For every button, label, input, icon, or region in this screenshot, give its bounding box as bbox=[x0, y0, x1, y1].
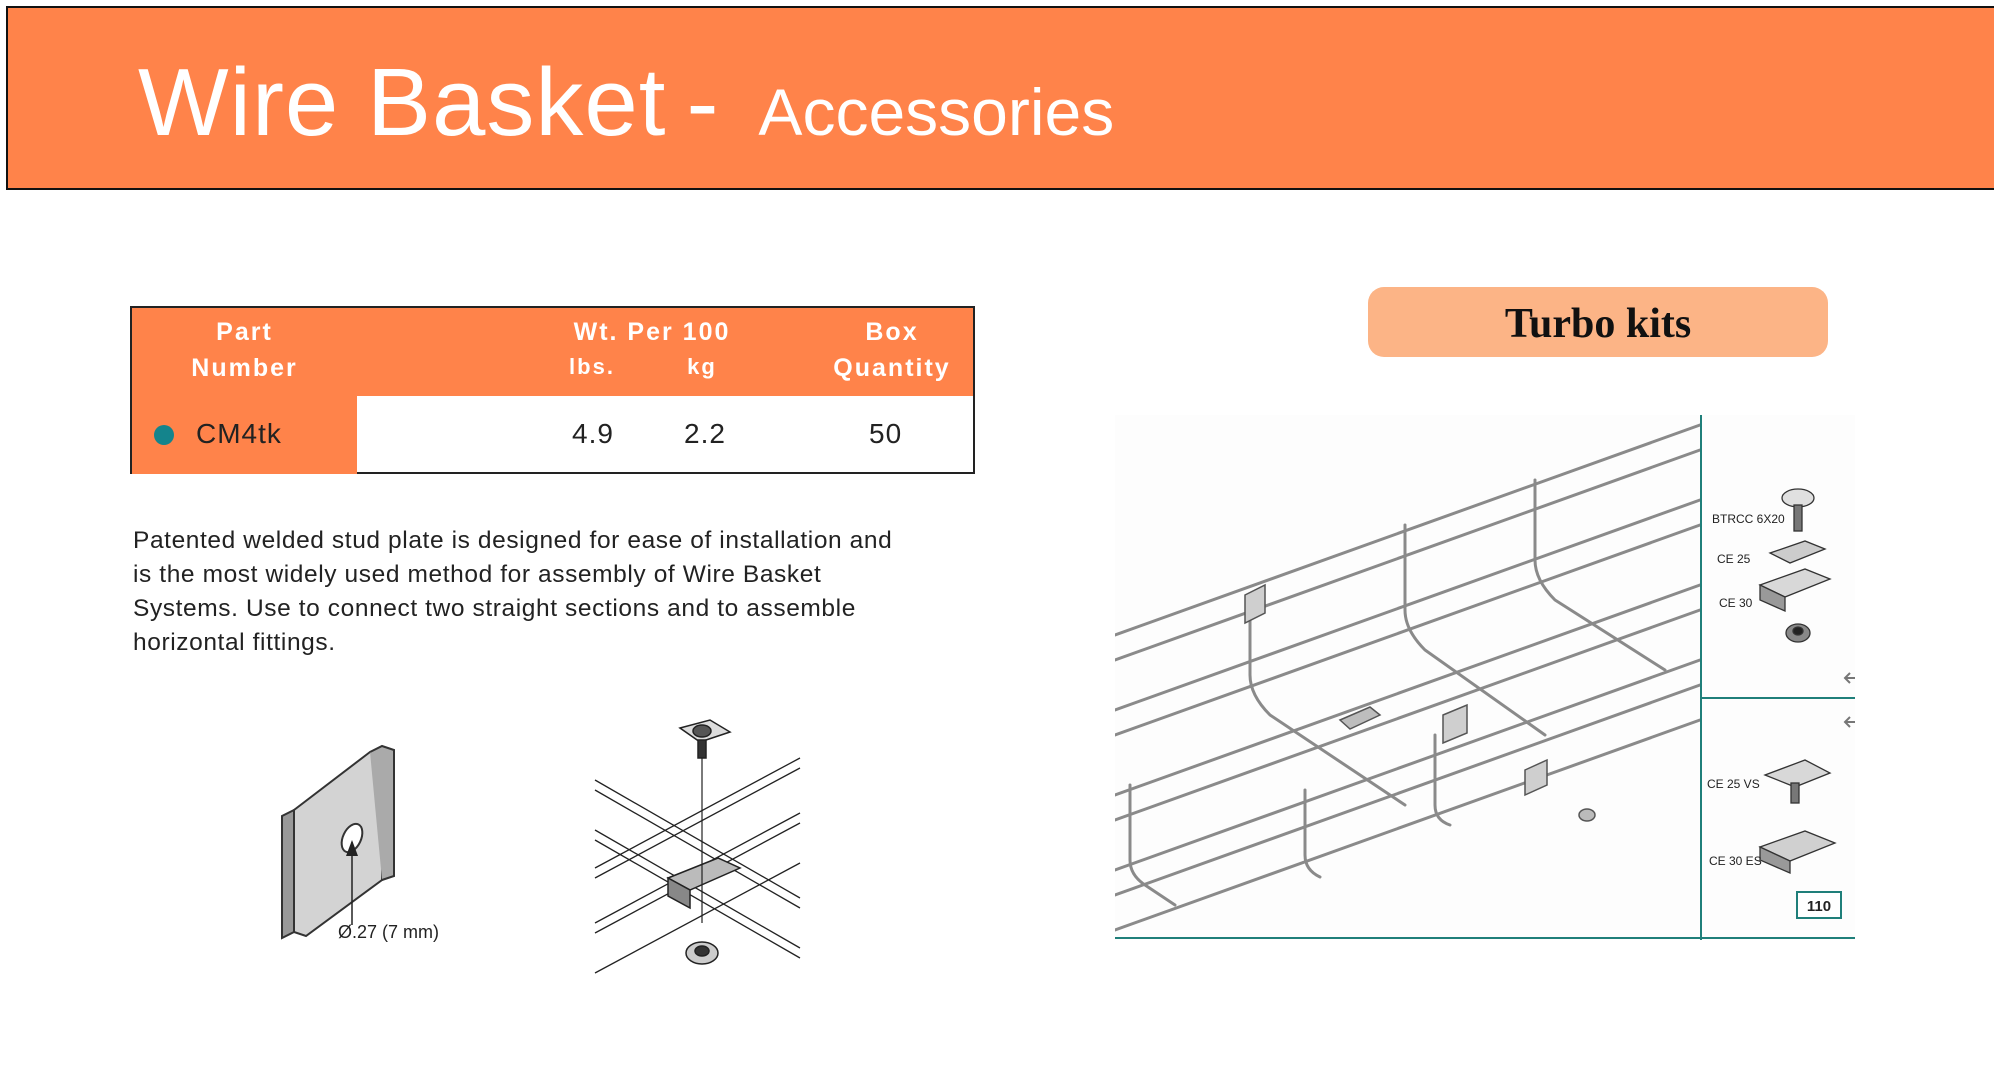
header-weight: Wt. Per 100 bbox=[573, 318, 731, 346]
page-number: 110 bbox=[1807, 898, 1831, 915]
stud-plate-icon bbox=[666, 857, 742, 910]
part-label-ce30es: CE 30 ES bbox=[1709, 854, 1762, 868]
arrow-left-icons bbox=[1843, 672, 1855, 728]
header-part-line2: Number bbox=[191, 354, 298, 382]
page-title: Wire Basket-Accessories bbox=[138, 48, 1114, 158]
page-number-box: 110 bbox=[1796, 891, 1842, 919]
cell-lbs: 4.9 bbox=[572, 418, 614, 449]
part-label-ce25: CE 25 bbox=[1717, 552, 1751, 566]
spec-table: Part Number Wt. Per 100 lbs. kg Box Quan… bbox=[130, 306, 975, 474]
turbo-kits-text: Turbo kits bbox=[1504, 301, 1692, 347]
plate-icon bbox=[281, 744, 395, 940]
title-subtitle: Accessories bbox=[758, 75, 1115, 149]
bolt-icon bbox=[678, 719, 732, 923]
turbo-kits-label: Turbo kits bbox=[1368, 287, 1828, 357]
part-clip-es-icon bbox=[1758, 830, 1837, 874]
part-label-btrcc: BTRCC 6X20 bbox=[1712, 512, 1785, 526]
stud-plate-drawing: Ø.27 (7 mm) bbox=[281, 744, 439, 942]
cell-box-quantity: 50 bbox=[869, 418, 903, 449]
part-screw-icon bbox=[1781, 488, 1815, 532]
dimension-label: Ø.27 (7 mm) bbox=[338, 922, 439, 942]
header-box-line2: Quantity bbox=[833, 354, 951, 382]
coupler-icons bbox=[1244, 583, 1596, 822]
assembly-drawing bbox=[594, 719, 801, 974]
cell-part-number: CM4tk bbox=[196, 418, 282, 449]
table-header bbox=[132, 308, 973, 396]
part-clip-vs-icon bbox=[1763, 759, 1832, 804]
header-part-line1: Part bbox=[216, 318, 273, 346]
dimension-arrow-icon bbox=[346, 840, 358, 856]
title-main: Wire Basket bbox=[138, 49, 667, 156]
product-description: Patented welded stud plate is designed f… bbox=[133, 527, 893, 656]
part-clip-icon bbox=[1758, 540, 1832, 612]
header-banner: Wire Basket-Accessories bbox=[6, 6, 1994, 190]
part-nut-icon bbox=[1785, 623, 1811, 643]
title-dash: - bbox=[686, 49, 719, 156]
header-box-line1: Box bbox=[865, 318, 919, 346]
part-label-ce30: CE 30 bbox=[1719, 596, 1753, 610]
part-label-ce25vs: CE 25 VS bbox=[1707, 777, 1760, 791]
wire-basket-tray bbox=[1115, 423, 1702, 932]
row-bullet bbox=[154, 425, 174, 445]
turbo-kits-illustration: BTRCC 6X20 CE 25 CE 30 CE 25 VS CE 30 ES… bbox=[1115, 415, 1855, 940]
header-kg: kg bbox=[687, 354, 717, 379]
header-lbs: lbs. bbox=[569, 354, 615, 379]
nut-icon bbox=[685, 941, 719, 965]
cell-kg: 2.2 bbox=[684, 418, 726, 449]
